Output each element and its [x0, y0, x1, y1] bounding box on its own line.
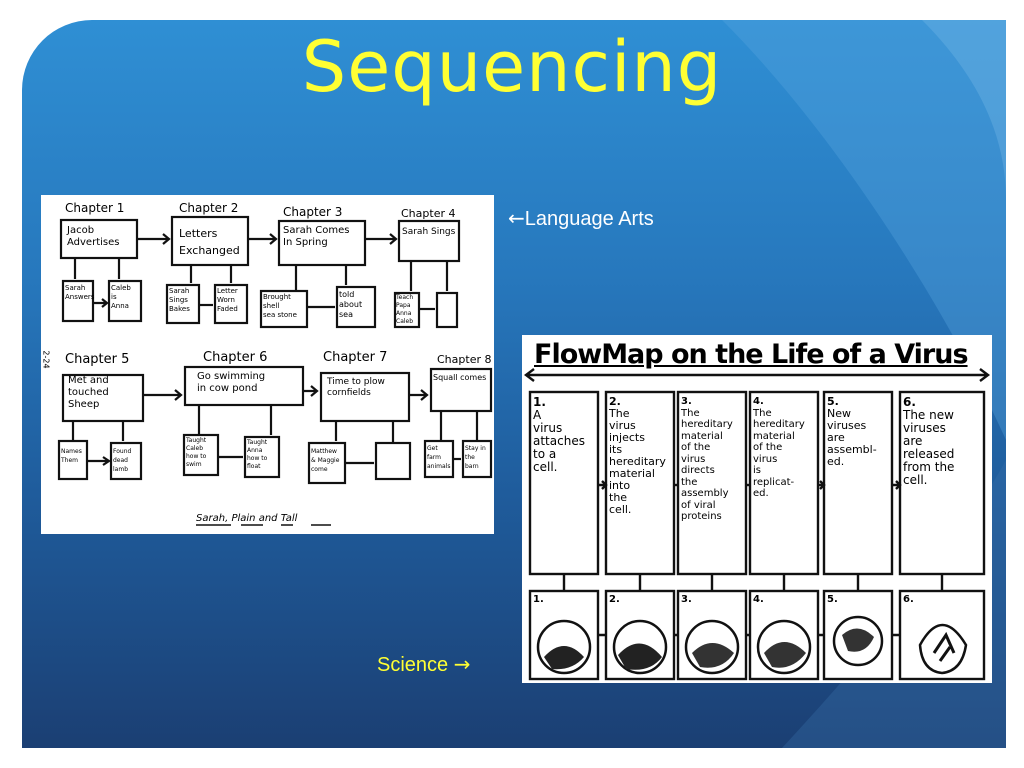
chapter-4-label: Chapter 4	[401, 207, 456, 220]
picture-5-number: 5.	[827, 594, 838, 605]
chapter-3-label: Chapter 3	[283, 205, 343, 219]
chapter-8-label: Chapter 8	[437, 353, 492, 366]
chapter-4-box-text: Sarah Sings	[402, 227, 456, 237]
science-label: Science	[377, 654, 449, 676]
language-arts-label: Language Arts	[524, 208, 654, 230]
chapter-5-label: Chapter 5	[65, 352, 130, 367]
picture-3-number: 3.	[681, 594, 692, 605]
chapter-6-label: Chapter 6	[203, 350, 268, 365]
language-arts-sequence-chart-image: Chapter 1 Chapter 2 Chapter 3 Chapter 4 …	[41, 195, 494, 534]
cell-drawings	[536, 615, 968, 675]
language-arts-caption: ←Language Arts	[508, 206, 654, 231]
picture-1-number: 1.	[533, 594, 544, 605]
flow-map-drawing	[524, 368, 990, 681]
right-arrow-icon: →	[453, 652, 471, 676]
chapter-1-label: Chapter 1	[65, 201, 125, 215]
chapter-8-box-text: Squall comes	[433, 373, 487, 382]
flow-map-title: FlowMap on the Life of a Virus	[534, 339, 969, 370]
chapter-7-label: Chapter 7	[323, 350, 388, 365]
science-caption: Science →	[377, 652, 470, 677]
chapter-2-label: Chapter 2	[179, 201, 239, 215]
sequence-chart-drawing	[57, 215, 493, 526]
picture-4-number: 4.	[753, 594, 764, 605]
book-title-footer: Sarah, Plain and Tall	[196, 513, 298, 524]
left-arrow-icon: ←	[508, 206, 525, 230]
side-note: 2-24	[41, 350, 51, 369]
picture-2-number: 2.	[609, 594, 620, 605]
picture-6-number: 6.	[903, 594, 914, 605]
slide-title: Sequencing	[301, 26, 723, 108]
